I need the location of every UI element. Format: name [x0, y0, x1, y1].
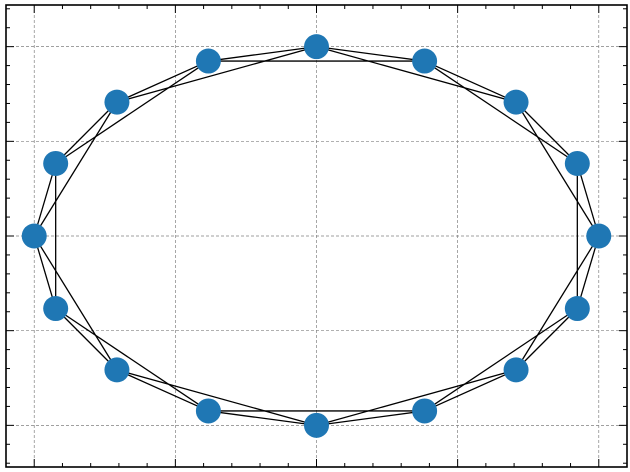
graph-edge	[424, 369, 517, 412]
graph-edge	[55, 60, 209, 165]
graph-node-5	[195, 48, 221, 74]
graph-edges	[33, 46, 600, 426]
graph-edge	[424, 307, 578, 412]
graph-edge	[576, 235, 600, 309]
graph-edge	[33, 163, 57, 237]
graph-node-14	[503, 357, 529, 383]
graph-node-6	[104, 89, 130, 115]
graph-edge	[515, 308, 578, 371]
graph-edge	[316, 410, 425, 426]
graph-edge	[55, 308, 118, 371]
graph-edge	[316, 369, 517, 426]
graph-node-1	[564, 150, 590, 176]
graph-node-8	[21, 223, 47, 249]
graph-node-9	[43, 296, 69, 322]
graph-edge	[515, 235, 600, 371]
plot-frame	[5, 4, 628, 468]
graph-edge	[515, 101, 578, 164]
graph-edge	[55, 307, 209, 412]
graph-edge	[55, 101, 118, 164]
graph-edge	[33, 235, 118, 371]
graph-edge	[316, 46, 517, 103]
graph-node-0	[586, 223, 612, 249]
graph-edge	[208, 410, 317, 426]
graph-edge	[208, 46, 317, 62]
graph-node-7	[43, 150, 69, 176]
graph-edge	[116, 369, 209, 412]
graph-node-10	[104, 357, 130, 383]
graph-edge	[116, 369, 317, 426]
graph-edge	[316, 46, 425, 62]
graph-edge	[33, 235, 57, 309]
graph-node-13	[412, 398, 438, 424]
graph-node-2	[503, 89, 529, 115]
graph-edge	[424, 60, 517, 103]
graph-node-3	[412, 48, 438, 74]
graph-node-15	[564, 296, 590, 322]
graph-nodes	[21, 34, 612, 438]
graph-edge	[33, 101, 118, 237]
graph-edge	[116, 46, 317, 103]
graph-edge	[515, 101, 600, 237]
graph-node-4	[304, 34, 329, 60]
graph-edge	[576, 163, 600, 237]
graph-node-12	[304, 412, 329, 438]
graph-edge	[116, 60, 209, 103]
graph-edge	[424, 60, 578, 165]
graph-node-11	[195, 398, 221, 424]
